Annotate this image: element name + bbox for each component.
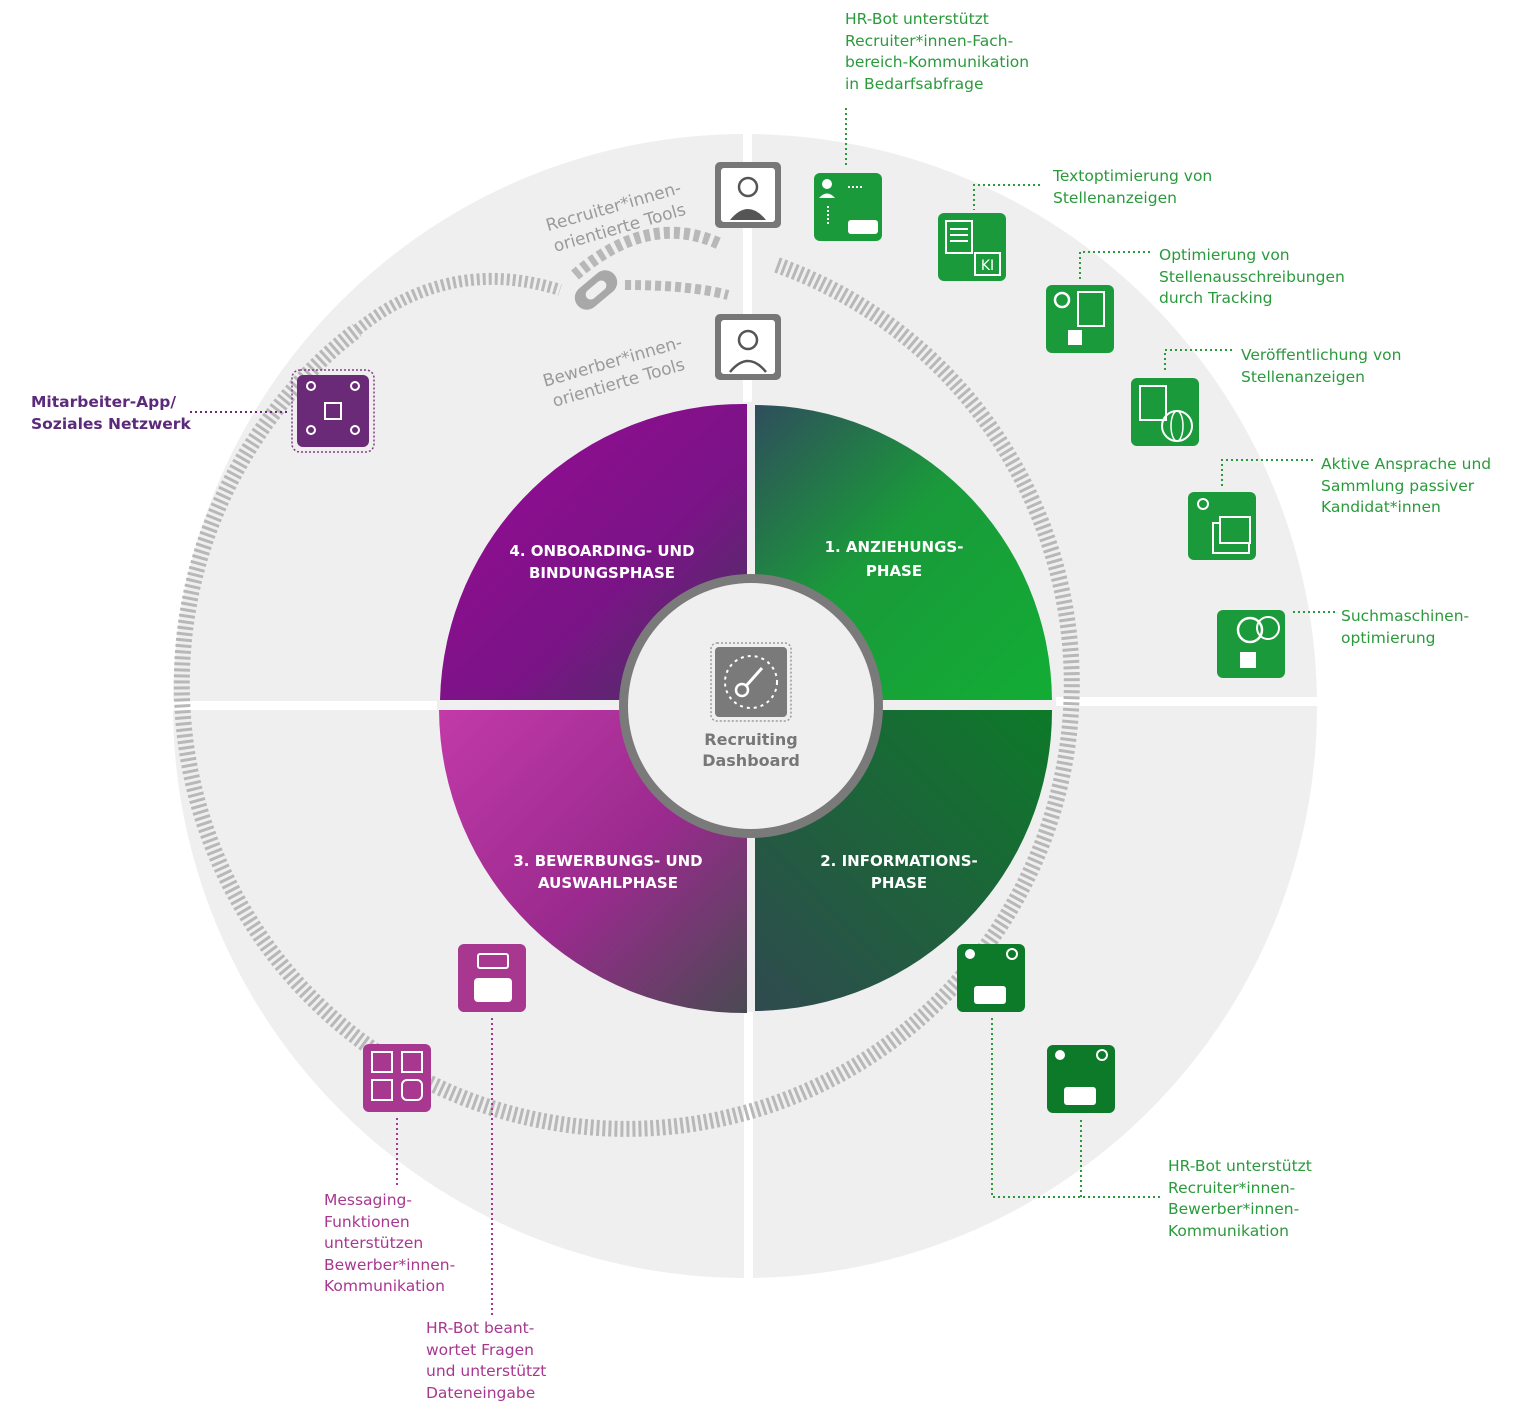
recruiter-avatar-icon (715, 162, 781, 228)
leader-aktive-ansprache (1221, 459, 1313, 487)
ai-text-document-icon: KI (938, 213, 1006, 281)
phase-2-label-b: PHASE (871, 874, 927, 892)
tracking-location-icon (1046, 285, 1114, 353)
phase-3-label-b: AUSWAHLPHASE (538, 874, 678, 892)
phase-1-label-a: 1. ANZIEHUNGS- (825, 538, 964, 556)
label-veroeffentlichung: Veröffentlichung von Stellenanzeigen (1241, 346, 1402, 386)
publish-globe-icon (1131, 378, 1199, 446)
dashboard-gauge-icon (710, 642, 792, 722)
label-hrbot-fragen: HR-Bot beant- wortet Fragen und unterstü… (426, 1319, 547, 1402)
phase-4-label-b: BINDUNGSPHASE (529, 564, 675, 582)
separator-top (743, 134, 752, 402)
label-mitarbeiter-app: Mitarbeiter-App/ Soziales Netzwerk (31, 393, 191, 433)
dashboard-label-1: Recruiting (704, 730, 797, 749)
label-textoptimierung: Textoptimierung von Stellenanzeigen (1053, 167, 1213, 207)
employee-network-icon (291, 369, 375, 453)
social-messaging-icon (363, 1044, 431, 1112)
dashboard-label-2: Dashboard (702, 751, 800, 770)
active-sourcing-icon (1188, 492, 1256, 560)
phase-2-label-a: 2. INFORMATIONS- (820, 852, 978, 870)
label-seo: Suchmaschinen- optimierung (1341, 607, 1470, 647)
hr-bot-flow-icon (814, 173, 882, 241)
phase-4-label-a: 4. ONBOARDING- UND (509, 542, 694, 560)
label-hrbot-fachbereich: HR-Bot unterstützt Recruiter*innen-Fach-… (845, 10, 1030, 93)
zipper-pull-icon (574, 270, 618, 310)
phase-3-label-a: 3. BEWERBUNGS- UND (513, 852, 702, 870)
seo-search-icon (1217, 610, 1285, 678)
zipper-track (173, 226, 1080, 1137)
ai-badge: KI (981, 258, 994, 274)
separator-bottom (744, 1012, 753, 1278)
hr-bot-conversation-icon-2 (1047, 1045, 1115, 1113)
phase-1-label-b: PHASE (866, 562, 922, 580)
separator-right (1056, 697, 1320, 706)
leader-hrbot-bewerber (991, 1018, 1160, 1198)
label-hrbot-bewerber: HR-Bot unterstützt Recruiter*innen- Bewe… (1168, 1157, 1312, 1240)
applicant-avatar-icon (715, 314, 781, 380)
label-tracking: Optimierung von Stellenausschreibungen d… (1159, 246, 1345, 307)
leader-textoptimierung (973, 184, 1040, 210)
chatbot-icon (458, 944, 526, 1012)
leader-veroeffentlichung (1164, 349, 1232, 373)
separator-left (173, 701, 437, 710)
label-messaging: Messaging- Funktionen unterstützen Bewer… (324, 1191, 456, 1295)
leader-tracking (1079, 251, 1150, 280)
label-aktive-ansprache: Aktive Ansprache und Sammlung passiver K… (1321, 455, 1492, 516)
hr-bot-conversation-icon (957, 944, 1025, 1012)
